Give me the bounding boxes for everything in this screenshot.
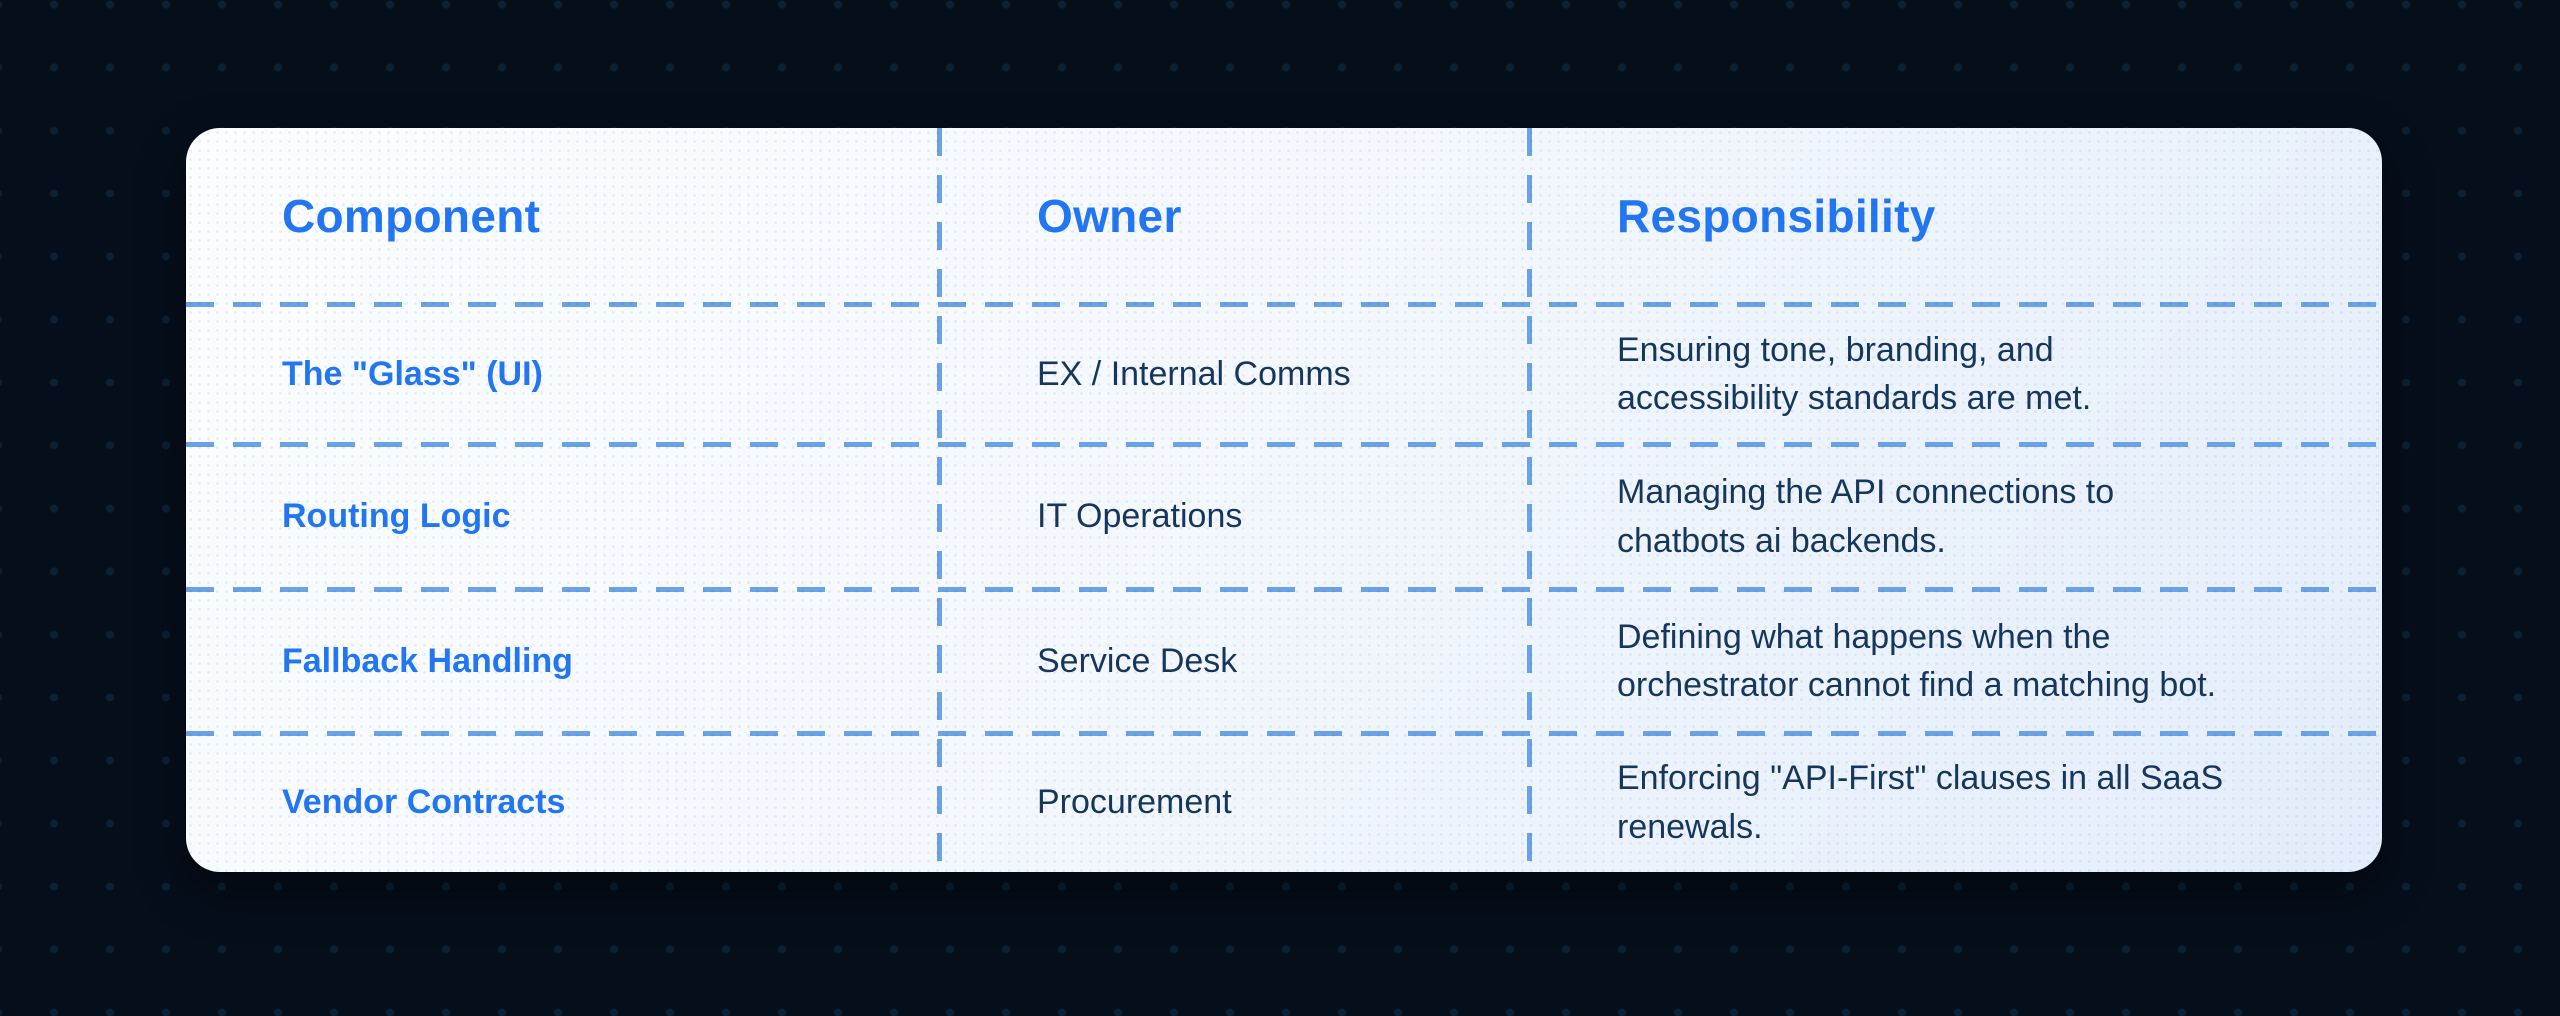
cell-component-row2: Routing Logic — [282, 497, 511, 535]
cell-owner-row2: IT Operations — [1037, 497, 1243, 536]
cell-owner-row4: Procurement — [1037, 783, 1232, 822]
column-header-owner: Owner — [1037, 190, 1182, 242]
cell-component-row4: Vendor Contracts — [282, 783, 566, 821]
cell-component-row1: The "Glass" (UI) — [282, 354, 543, 393]
ownership-table: Component Owner Responsibility The "Glas… — [186, 128, 2382, 872]
column-divider-1 — [937, 128, 942, 872]
cell-component-row3: Fallback Handling — [282, 641, 573, 680]
row-divider-1 — [186, 442, 2382, 447]
ownership-table-card: Component Owner Responsibility The "Glas… — [186, 128, 2382, 872]
cell-responsibility-row2: Managing the API connections to chatbots… — [1617, 473, 2115, 560]
cell-responsibility-row1: Ensuring tone, branding, and accessibili… — [1617, 330, 2092, 417]
column-divider-2 — [1527, 128, 1532, 872]
row-divider-2 — [186, 587, 2382, 592]
cell-responsibility-row4: Enforcing "API-First" clauses in all Saa… — [1617, 759, 2224, 846]
row-divider-3 — [186, 731, 2382, 736]
cell-responsibility-row3: Defining what happens when the orchestra… — [1617, 617, 2217, 704]
cell-owner-row3: Service Desk — [1037, 641, 1238, 680]
column-header-responsibility: Responsibility — [1617, 190, 1936, 242]
column-header-component: Component — [282, 190, 541, 242]
row-divider-header — [186, 302, 2382, 307]
cell-owner-row1: EX / Internal Comms — [1037, 354, 1351, 393]
